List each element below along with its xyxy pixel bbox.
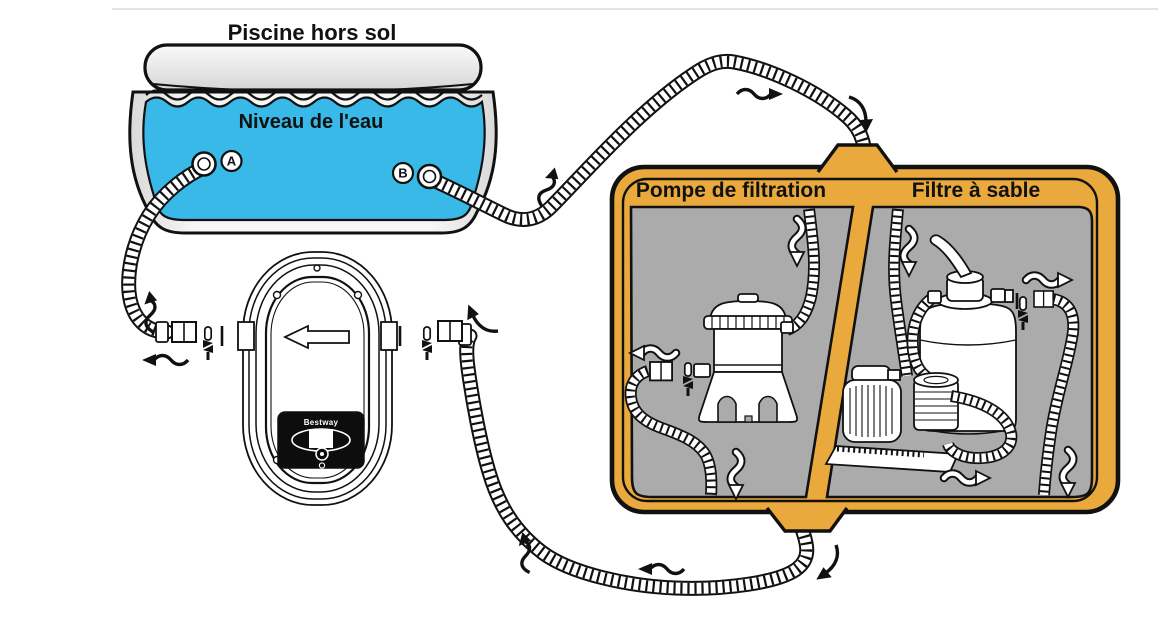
water-level-label: Niveau de l'eau <box>239 111 384 133</box>
hose-coupler <box>1033 290 1054 308</box>
pool-outlet-a <box>191 151 217 177</box>
pool-title: Piscine hors sol <box>228 20 397 45</box>
heater-flow-arrow <box>282 324 350 350</box>
heater-illustration: Bestway <box>237 251 398 506</box>
flow-arrow-left-icon <box>140 352 190 368</box>
pool-outlet-a-badge: A <box>220 149 243 173</box>
pool-illustration: Piscine hors sol Niveau de l'eau <box>128 20 498 235</box>
valve-icon <box>202 326 214 361</box>
svg-text:B: B <box>398 166 407 181</box>
pool-outlet-b <box>416 163 443 190</box>
flow-arrow-right-icon <box>735 86 785 102</box>
heater-control-panel: Bestway <box>277 411 365 469</box>
hose-coupler <box>649 361 674 382</box>
filter-box-bottom-tab <box>765 506 849 533</box>
heater-left-port-clip <box>237 321 255 351</box>
pool-top-ring <box>143 43 483 92</box>
pool-outlet-b-badge: B <box>391 161 415 185</box>
sand-filter-panel-label: Filtre à sable <box>912 179 1040 202</box>
multiport-valve-handle <box>929 234 973 279</box>
heater-brand-label: Bestway <box>304 418 339 427</box>
hose-coupler <box>171 321 197 343</box>
filter-box-inner-line <box>621 177 1099 503</box>
filter-pump-illustration <box>630 209 814 499</box>
heater-top-notch <box>313 264 321 272</box>
hose-a-collar <box>155 321 169 343</box>
pump-panel-label: Pompe de filtration <box>636 179 826 202</box>
pool-ring-lip <box>152 83 474 93</box>
heater-right-port-clip <box>380 321 398 351</box>
pump-inlet-port <box>780 321 794 334</box>
pump-outlet-port <box>693 363 711 378</box>
valve-icon <box>421 326 433 361</box>
sand-filter-illustration <box>824 209 1075 497</box>
flow-arrow-left-icon <box>636 561 686 577</box>
filter-options-box: Pompe de filtration Filtre à sable <box>609 143 1121 533</box>
svg-text:A: A <box>227 154 237 169</box>
filter-box-top-tab <box>816 143 899 174</box>
hose-coupler <box>437 320 463 342</box>
